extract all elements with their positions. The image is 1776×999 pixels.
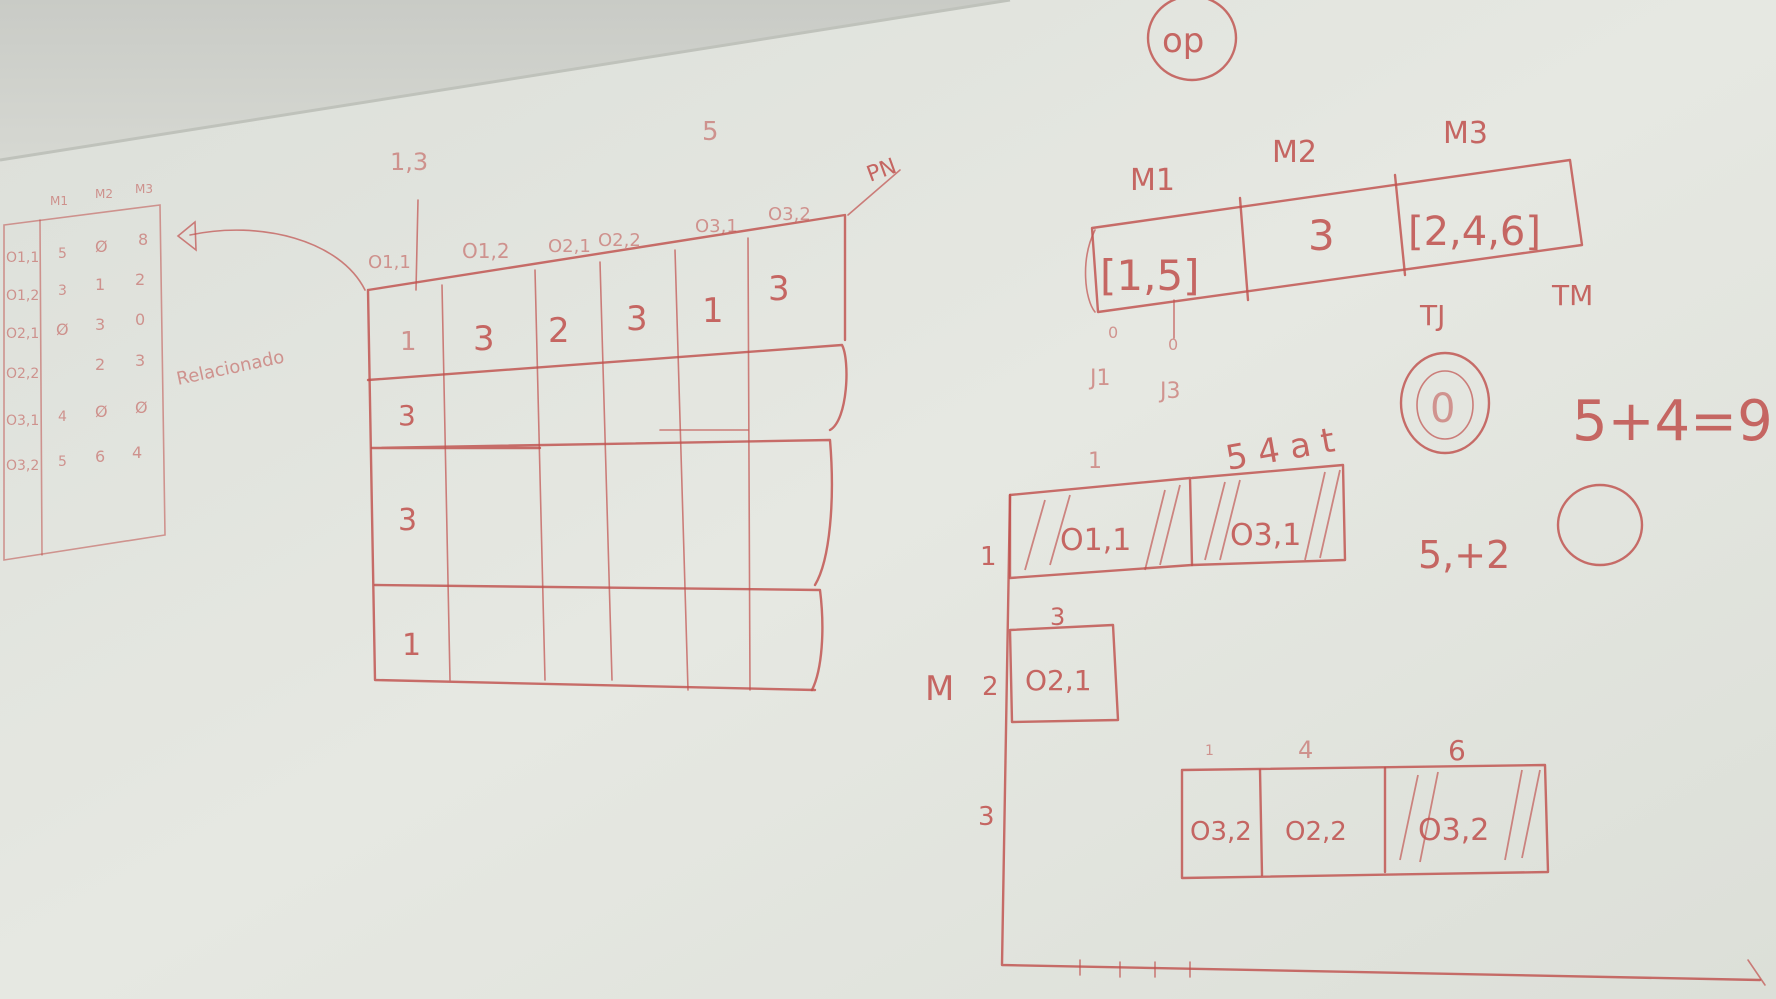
machine-label-m3: M3 xyxy=(1443,116,1488,151)
equation-2: 5,+2 xyxy=(1418,533,1510,577)
left-row-1-c3: 8 xyxy=(138,230,148,249)
gantt-top-mark-small: 1 xyxy=(1205,743,1214,759)
gantt-block-o21: O2,1 xyxy=(1025,664,1092,697)
op-circle-label: op xyxy=(1162,21,1204,61)
left-row-1-c1: 5 xyxy=(58,246,67,262)
left-row-3-c1: Ø xyxy=(56,320,69,339)
m2-cell-value: 3 xyxy=(1308,211,1335,260)
machine-label-m1: M1 xyxy=(1130,163,1175,198)
col-header-5: O3,1 xyxy=(695,216,738,237)
gantt-top-mark-3: 3 xyxy=(1050,603,1065,631)
left-table-header-m2: M2 xyxy=(95,187,113,201)
left-row-4-label: O2,2 xyxy=(6,366,39,382)
gantt-row-1: 1 xyxy=(980,542,997,572)
left-row-1-c2: Ø xyxy=(95,237,108,256)
gantt-row-2: 2 xyxy=(982,672,999,702)
row1-c1: 1 xyxy=(400,327,417,357)
job-label-j3: J3 xyxy=(1158,379,1181,404)
left-row-2-c3: 2 xyxy=(135,270,145,289)
gantt-block-o32a: O3,2 xyxy=(1190,817,1252,847)
row-label-4: 1 xyxy=(402,628,421,663)
col-header-3: O2,1 xyxy=(548,236,591,257)
left-table-header-m3: M3 xyxy=(135,182,153,196)
left-row-6-c3: 4 xyxy=(132,443,142,462)
left-row-2-c2: 1 xyxy=(95,275,105,294)
left-table: M1 M2 M3 O1,1 5 Ø 8 O1,2 3 1 2 O2,1 Ø 3 … xyxy=(3,182,166,561)
board-top-edge xyxy=(0,0,1011,162)
left-row-2-c1: 3 xyxy=(58,283,67,299)
left-row-6-c1: 5 xyxy=(58,454,67,470)
gantt-block-o22: O2,2 xyxy=(1285,817,1347,847)
left-row-4-c3: 3 xyxy=(135,351,145,370)
left-row-1-label: O1,1 xyxy=(6,250,39,266)
m3-cell-value: [2,4,6] xyxy=(1408,209,1541,255)
left-row-3-label: O2,1 xyxy=(6,326,39,342)
left-row-6-label: O3,2 xyxy=(6,458,39,474)
gantt-block-o32b: O3,2 xyxy=(1418,813,1489,848)
left-row-5-c1: 4 xyxy=(58,409,67,425)
middle-top-label-1: 1,3 xyxy=(390,148,428,176)
gantt-top-mark-4: 4 xyxy=(1298,736,1313,764)
left-row-6-c2: 6 xyxy=(95,447,105,466)
left-row-3-c3: 0 xyxy=(135,310,145,329)
row1-c2: 3 xyxy=(473,319,495,359)
gantt-top-mark-1: 1 xyxy=(1088,449,1102,474)
left-row-5-c2: Ø xyxy=(95,402,108,421)
under-mark-1: 0 xyxy=(1108,323,1118,342)
tj-label: TJ xyxy=(1419,299,1445,332)
left-row-3-c2: 3 xyxy=(95,315,105,334)
gantt-block-o31: O3,1 xyxy=(1230,518,1301,553)
job-label-j1: J1 xyxy=(1088,366,1111,391)
middle-top-label-2: 5 xyxy=(702,117,719,147)
top-right-diagram: op M1 M2 M3 [1,5] 3 [2,4,6] 0 0 J1 J3 TJ… xyxy=(1084,0,1773,577)
left-row-4-c2: 2 xyxy=(95,355,105,374)
row1-c4: 3 xyxy=(626,299,648,339)
gantt-diagram: M 1 2 3 5 4 a t 1 3 4 6 1 O1,1 O3,1 O2,1… xyxy=(925,420,1766,986)
col-header-2: O1,2 xyxy=(462,239,510,263)
middle-table: 1,3 5 PN O1,1 O1,2 O2,1 O2,2 O3,1 O3,2 1… xyxy=(366,117,901,692)
row-label-3: 3 xyxy=(398,503,417,538)
tj-value: 0 xyxy=(1430,386,1455,432)
col-header-1: O1,1 xyxy=(368,252,411,273)
row1-c5: 1 xyxy=(702,291,724,331)
equation: 5+4=9 xyxy=(1572,389,1773,454)
gantt-top-mark-6: 6 xyxy=(1448,734,1466,767)
left-row-5-c3: Ø xyxy=(135,398,148,417)
left-row-2-label: O1,2 xyxy=(6,288,39,304)
col-header-4: O2,2 xyxy=(598,230,641,251)
tm-label: TM xyxy=(1551,279,1593,312)
row-label-2: 3 xyxy=(398,399,416,432)
col-header-6: O3,2 xyxy=(768,204,811,225)
gantt-row-3: 3 xyxy=(978,802,995,832)
under-mark-2: 0 xyxy=(1168,335,1178,354)
left-row-5-label: O3,1 xyxy=(6,413,39,429)
gantt-axis-label: M xyxy=(925,669,954,709)
left-table-header-m1: M1 xyxy=(50,194,68,208)
row1-c3: 2 xyxy=(548,311,570,351)
machine-label-m2: M2 xyxy=(1272,135,1317,170)
gantt-block-o11: O1,1 xyxy=(1060,523,1131,558)
m1-cell-value: [1,5] xyxy=(1100,251,1200,300)
row1-c6: 3 xyxy=(768,269,790,309)
